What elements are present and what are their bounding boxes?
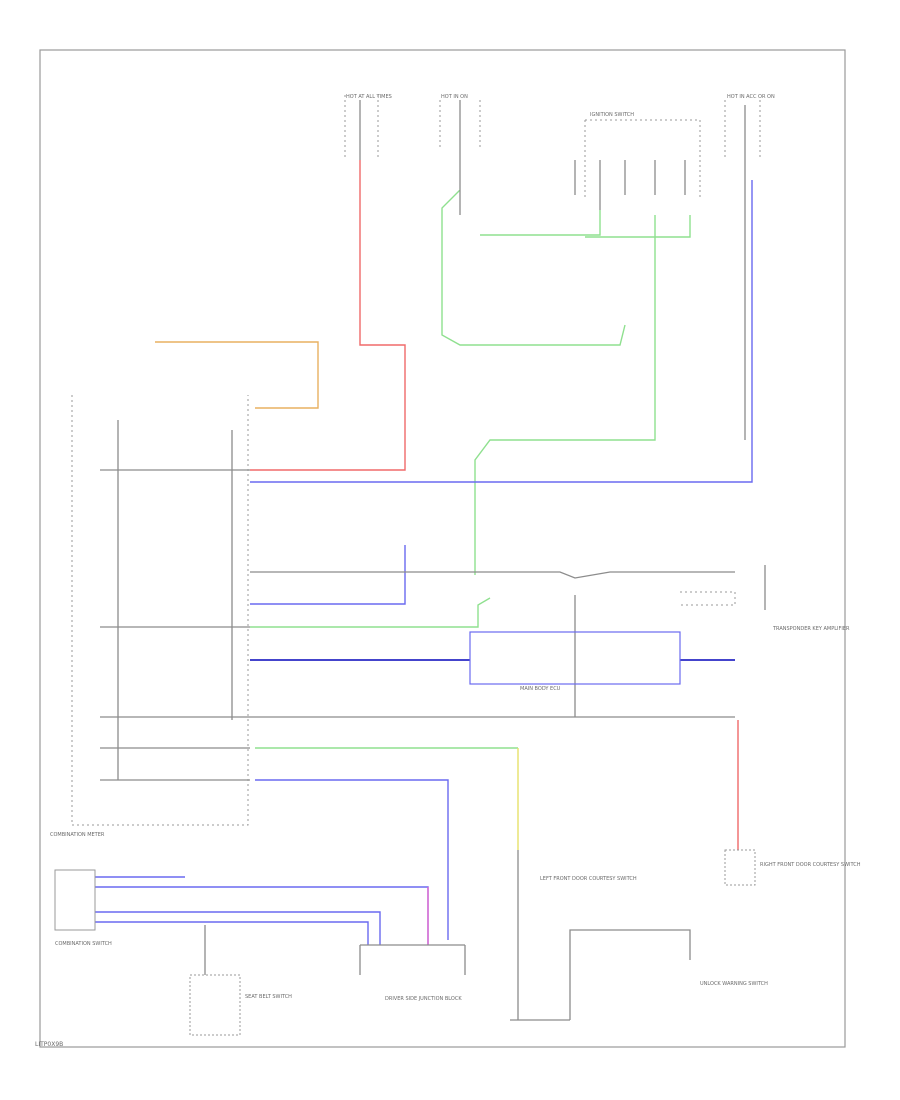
svg-text:UNLOCK WARNING SWITCH: UNLOCK WARNING SWITCH: [700, 981, 768, 987]
svg-text:HOT IN ACC OR ON: HOT IN ACC OR ON: [727, 94, 775, 100]
fuse-hot-at-all-times: HOT AT ALL TIMES: [344, 94, 392, 160]
wire-red-main: [250, 160, 406, 471]
transponder-amplifier: TRANSPONDER KEY AMPLIFIER: [680, 565, 850, 632]
wire-green-6: [585, 215, 691, 238]
wire-green-4: [250, 597, 491, 628]
key-switch-block: IGNITION SWITCH: [574, 112, 701, 210]
wire-green-2: [480, 210, 601, 236]
svg-text:HOT AT ALL TIMES: HOT AT ALL TIMES: [346, 94, 392, 100]
wire-blue-5: [255, 779, 449, 940]
diagram-frame: [39, 49, 846, 1048]
wire-blue-top: [250, 180, 753, 483]
right-front-door-switch: RIGHT FRONT DOOR COURTESY SWITCH: [724, 849, 861, 886]
svg-text:LEFT FRONT DOOR COURTESY SWITC: LEFT FRONT DOOR COURTESY SWITCH: [540, 876, 637, 882]
svg-text:RIGHT FRONT DOOR COURTESY SWIT: RIGHT FRONT DOOR COURTESY SWITCH: [760, 862, 861, 868]
wire-gray-1: [250, 571, 735, 579]
left-front-door-switch: LEFT FRONT DOOR COURTESY SWITCH: [510, 850, 637, 1021]
footer-code: LITP0X9B: [35, 1041, 63, 1048]
svg-text:HOT IN ON: HOT IN ON: [441, 94, 468, 100]
svg-text:MAIN BODY ECU: MAIN BODY ECU: [520, 686, 561, 692]
svg-text:SEAT BELT SWITCH: SEAT BELT SWITCH: [245, 994, 292, 1000]
svg-text:DRIVER SIDE JUNCTION BLOCK: DRIVER SIDE JUNCTION BLOCK: [385, 996, 462, 1002]
bottom-ecu-connector: DRIVER SIDE JUNCTION BLOCK: [359, 944, 466, 1002]
wire-green-3: [474, 215, 656, 575]
svg-text:IGNITION SWITCH: IGNITION SWITCH: [590, 112, 634, 118]
wire-blue-bundle-4: [95, 921, 369, 945]
wire-orange: [155, 341, 319, 409]
seat-belt-switch: SEAT BELT SWITCH: [189, 925, 292, 1036]
combination-meter: COMBINATION METER: [50, 395, 249, 838]
fuse-hot-in-acc: HOT IN ACC OR ON: [724, 94, 775, 170]
wire-blue-bundle-2: [95, 886, 429, 945]
combination-switch-connector: COMBINATION SWITCH: [54, 869, 112, 947]
main-body-ecu: MAIN BODY ECU: [469, 631, 681, 692]
fuse-hot-in-on: HOT IN ON: [439, 94, 481, 190]
wire-green-1: [441, 189, 626, 346]
svg-text:COMBINATION SWITCH: COMBINATION SWITCH: [55, 941, 112, 947]
unlock-warning-switch: UNLOCK WARNING SWITCH: [569, 929, 768, 1020]
svg-text:COMBINATION METER: COMBINATION METER: [50, 832, 105, 838]
svg-text:TRANSPONDER KEY AMPLIFIER: TRANSPONDER KEY AMPLIFIER: [772, 626, 850, 632]
wire-blue-bundle-3: [95, 911, 381, 945]
wire-blue-2: [250, 545, 406, 605]
